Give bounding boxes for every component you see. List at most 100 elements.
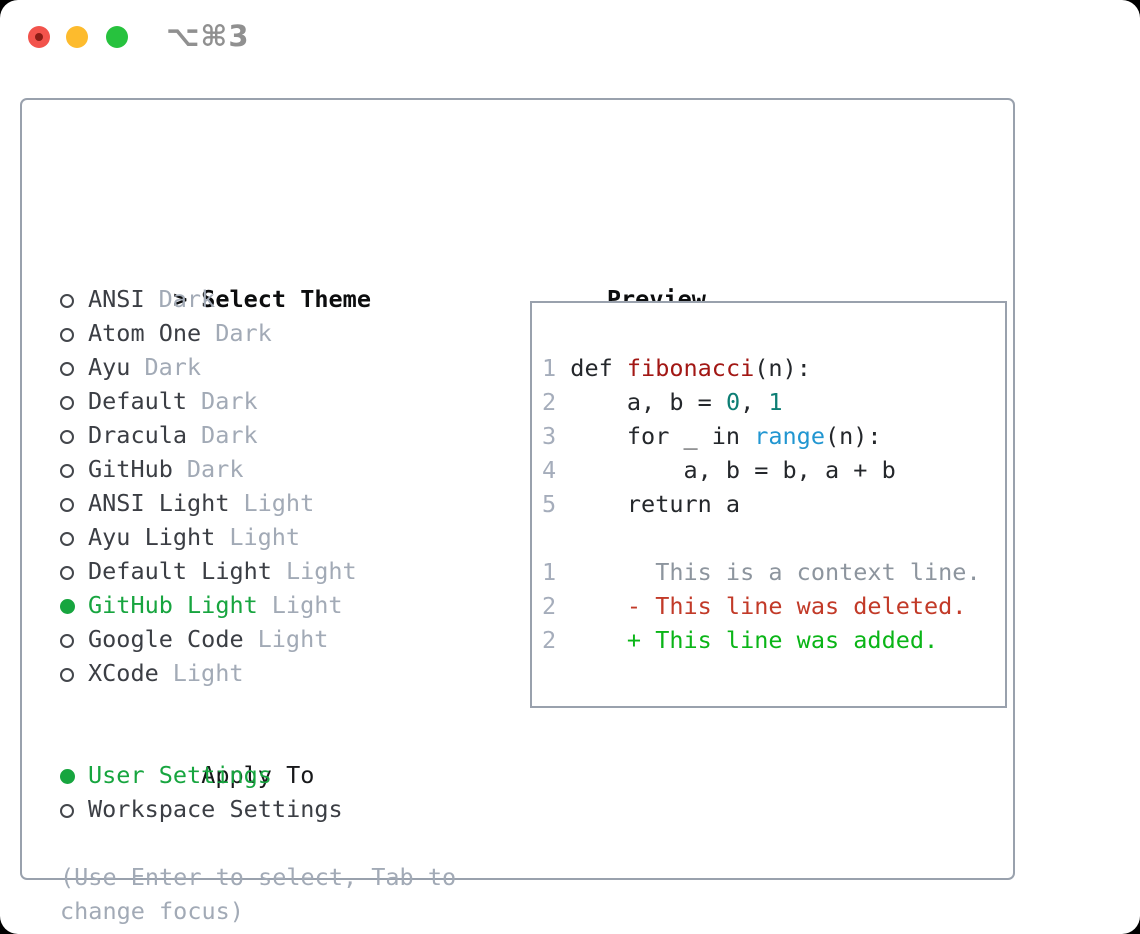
apply-to-header: Apply To	[60, 724, 456, 789]
zoom-button[interactable]	[106, 26, 128, 48]
theme-variant-tag: Dark	[158, 285, 216, 313]
theme-name: XCode	[88, 659, 159, 687]
code-line: 3 for _ in range(n):	[542, 419, 1005, 453]
apply-to-option[interactable]: User Settings	[60, 758, 456, 792]
line-number: 1	[542, 558, 557, 586]
code-line: 2 + This line was added.	[542, 623, 1005, 657]
code-token-plain: a, b =	[556, 388, 726, 416]
radio-unselected-icon	[60, 396, 74, 410]
help-line: (Use Enter to select, Tab to	[60, 863, 457, 891]
radio-unselected-icon	[60, 668, 74, 682]
code-token-plain: (n):	[824, 422, 882, 450]
help-line: change focus)	[60, 897, 244, 925]
cursor-arrow-icon: >	[173, 285, 188, 313]
line-number: 4	[542, 456, 557, 484]
theme-variant-tag: Dark	[201, 421, 258, 449]
theme-name: Google Code	[88, 625, 244, 653]
theme-name: Atom One	[88, 319, 202, 347]
code-token-context: This is a context line.	[556, 558, 981, 586]
theme-option[interactable]: Ayu Dark	[60, 350, 456, 384]
theme-name: Dracula	[88, 421, 188, 449]
theme-option[interactable]: ANSI Dark	[60, 282, 456, 316]
radio-unselected-icon	[60, 362, 74, 376]
theme-list-title: Select Theme	[201, 285, 371, 313]
theme-list-header: > Select Theme	[60, 248, 456, 313]
apply-to-name: Workspace Settings	[88, 795, 343, 823]
code-line	[542, 521, 1005, 555]
line-number: 3	[542, 422, 557, 450]
radio-unselected-icon	[60, 532, 74, 546]
theme-variant-tag: Light	[243, 489, 315, 517]
code-token-deleted: - This line was deleted.	[556, 592, 967, 620]
code-line: 2 a, b = 0, 1	[542, 385, 1005, 419]
theme-name: GitHub	[88, 455, 173, 483]
radio-unselected-icon	[60, 804, 74, 818]
help-text: (Use Enter to select, Tab to change focus…	[60, 860, 456, 928]
theme-option[interactable]: ANSI Light Light	[60, 486, 456, 520]
code-token-plain: for _ in	[556, 422, 755, 450]
theme-option[interactable]: GitHub Dark	[60, 452, 456, 486]
preview-header: Preview	[522, 248, 706, 313]
minimize-button[interactable]	[66, 26, 88, 48]
theme-variant-tag: Light	[229, 523, 301, 551]
theme-name: ANSI	[88, 285, 145, 313]
code-line: 2 - This line was deleted.	[542, 589, 1005, 623]
theme-variant-tag: Dark	[186, 455, 244, 483]
theme-name: Ayu	[88, 353, 131, 381]
theme-option[interactable]: Atom One Dark	[60, 316, 456, 350]
line-number: 2	[542, 592, 557, 620]
theme-variant-tag: Light	[172, 659, 244, 687]
radio-unselected-icon	[60, 498, 74, 512]
theme-option[interactable]: Dracula Dark	[60, 418, 456, 452]
theme-variant-tag: Dark	[144, 353, 202, 381]
line-number: 1	[542, 354, 557, 382]
spacer	[60, 826, 456, 860]
apply-to-title: Apply To	[201, 761, 315, 789]
radio-unselected-icon	[60, 294, 74, 308]
theme-option[interactable]: XCode Light	[60, 656, 456, 690]
code-token-plain: def	[556, 354, 627, 382]
line-number: 2	[542, 626, 557, 654]
window-title: ⌥⌘3	[166, 19, 250, 53]
code-token-plain: a, b = b, a + b	[556, 456, 896, 484]
code-token-builtin: range	[754, 422, 825, 450]
apply-to-name: User Settings	[88, 761, 272, 789]
theme-variant-tag: Dark	[201, 387, 258, 415]
radio-unselected-icon	[60, 634, 74, 648]
radio-selected-icon	[60, 769, 75, 784]
theme-name: Default Light	[88, 557, 272, 585]
code-token-added: + This line was added.	[556, 626, 939, 654]
code-line: 1 This is a context line.	[542, 555, 1005, 589]
theme-option[interactable]: Default Light Light	[60, 554, 456, 588]
theme-option[interactable]: Google Code Light	[60, 622, 456, 656]
code-token-plain: ,	[740, 388, 769, 416]
theme-variant-tag: Dark	[215, 319, 272, 347]
code-token-number: 1	[768, 388, 783, 416]
code-token-function: fibonacci	[626, 354, 755, 382]
line-number: 2	[542, 388, 557, 416]
close-button[interactable]	[28, 26, 50, 48]
theme-name: GitHub Light	[88, 591, 258, 619]
theme-variant-tag: Light	[285, 557, 357, 585]
theme-variant-tag: Light	[257, 625, 329, 653]
theme-name: ANSI Light	[88, 489, 230, 517]
spacer	[60, 690, 456, 724]
apply-to-option[interactable]: Workspace Settings	[60, 792, 456, 826]
radio-selected-icon	[60, 599, 75, 614]
line-number: 5	[542, 490, 557, 518]
code-line: 1 def fibonacci(n):	[542, 351, 1005, 385]
code-line: 5 return a	[542, 487, 1005, 521]
radio-unselected-icon	[60, 566, 74, 580]
radio-unselected-icon	[60, 430, 74, 444]
code-token-plain: return a	[556, 490, 741, 518]
radio-unselected-icon	[60, 328, 74, 342]
